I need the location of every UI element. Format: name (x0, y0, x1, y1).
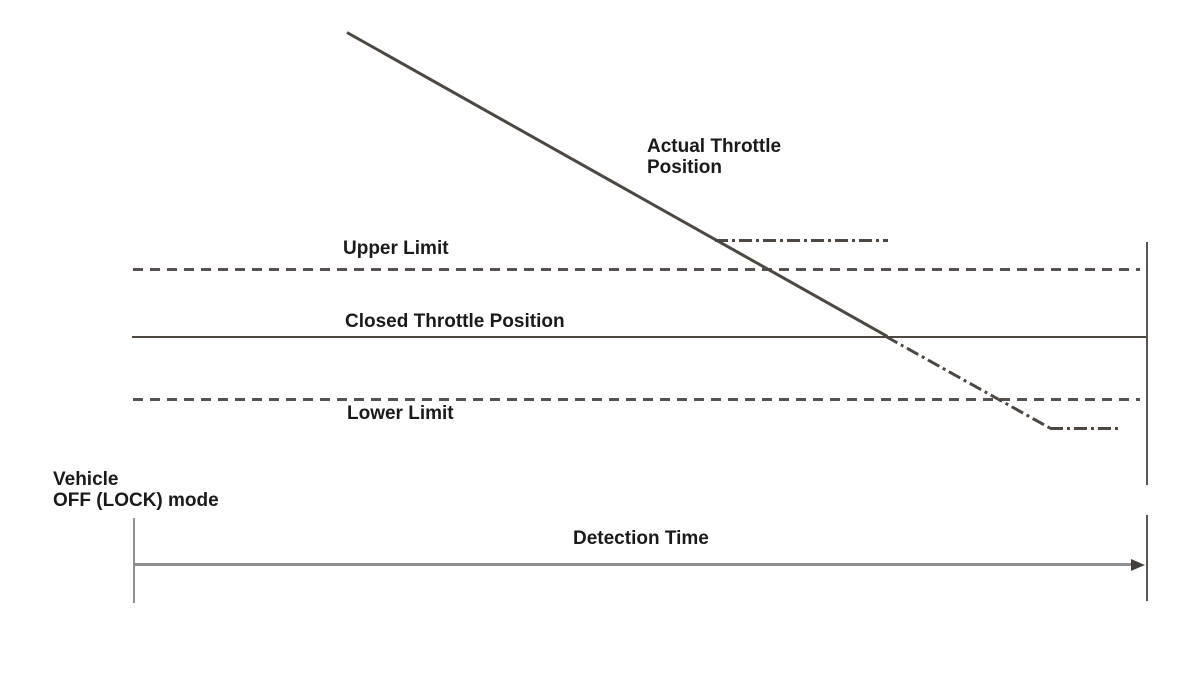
right-boundary-line-upper (1146, 242, 1148, 485)
actual-throttle-label-line2: Position (647, 157, 722, 178)
vehicle-off-start-tick (133, 518, 135, 603)
actual-throttle-trace-dashdot (885, 335, 1051, 430)
actual-throttle-position-label: Actual Throttle Position (647, 136, 781, 178)
closed-throttle-position-label: Closed Throttle Position (345, 311, 565, 332)
lower-limit-label: Lower Limit (347, 403, 454, 424)
lower-dash-dot-segment (1050, 427, 1118, 430)
vehicle-label-line1: Vehicle (53, 469, 119, 490)
upper-dash-dot-segment (715, 239, 888, 242)
actual-throttle-label-line1: Actual Throttle (647, 136, 782, 157)
right-boundary-line-lower (1146, 515, 1148, 601)
detection-time-label: Detection Time (573, 528, 709, 549)
upper-limit-label: Upper Limit (343, 238, 449, 259)
lower-limit-line (133, 398, 1140, 401)
detection-time-axis-line (134, 563, 1133, 566)
vehicle-label-line2: OFF (LOCK) mode (53, 490, 219, 511)
vehicle-off-mode-label: Vehicle OFF (LOCK) mode (53, 469, 219, 511)
right-arrow-icon (1131, 559, 1145, 571)
closed-throttle-position-line (132, 336, 1148, 338)
actual-throttle-trace-solid (346, 31, 889, 338)
upper-limit-line (133, 268, 1140, 271)
